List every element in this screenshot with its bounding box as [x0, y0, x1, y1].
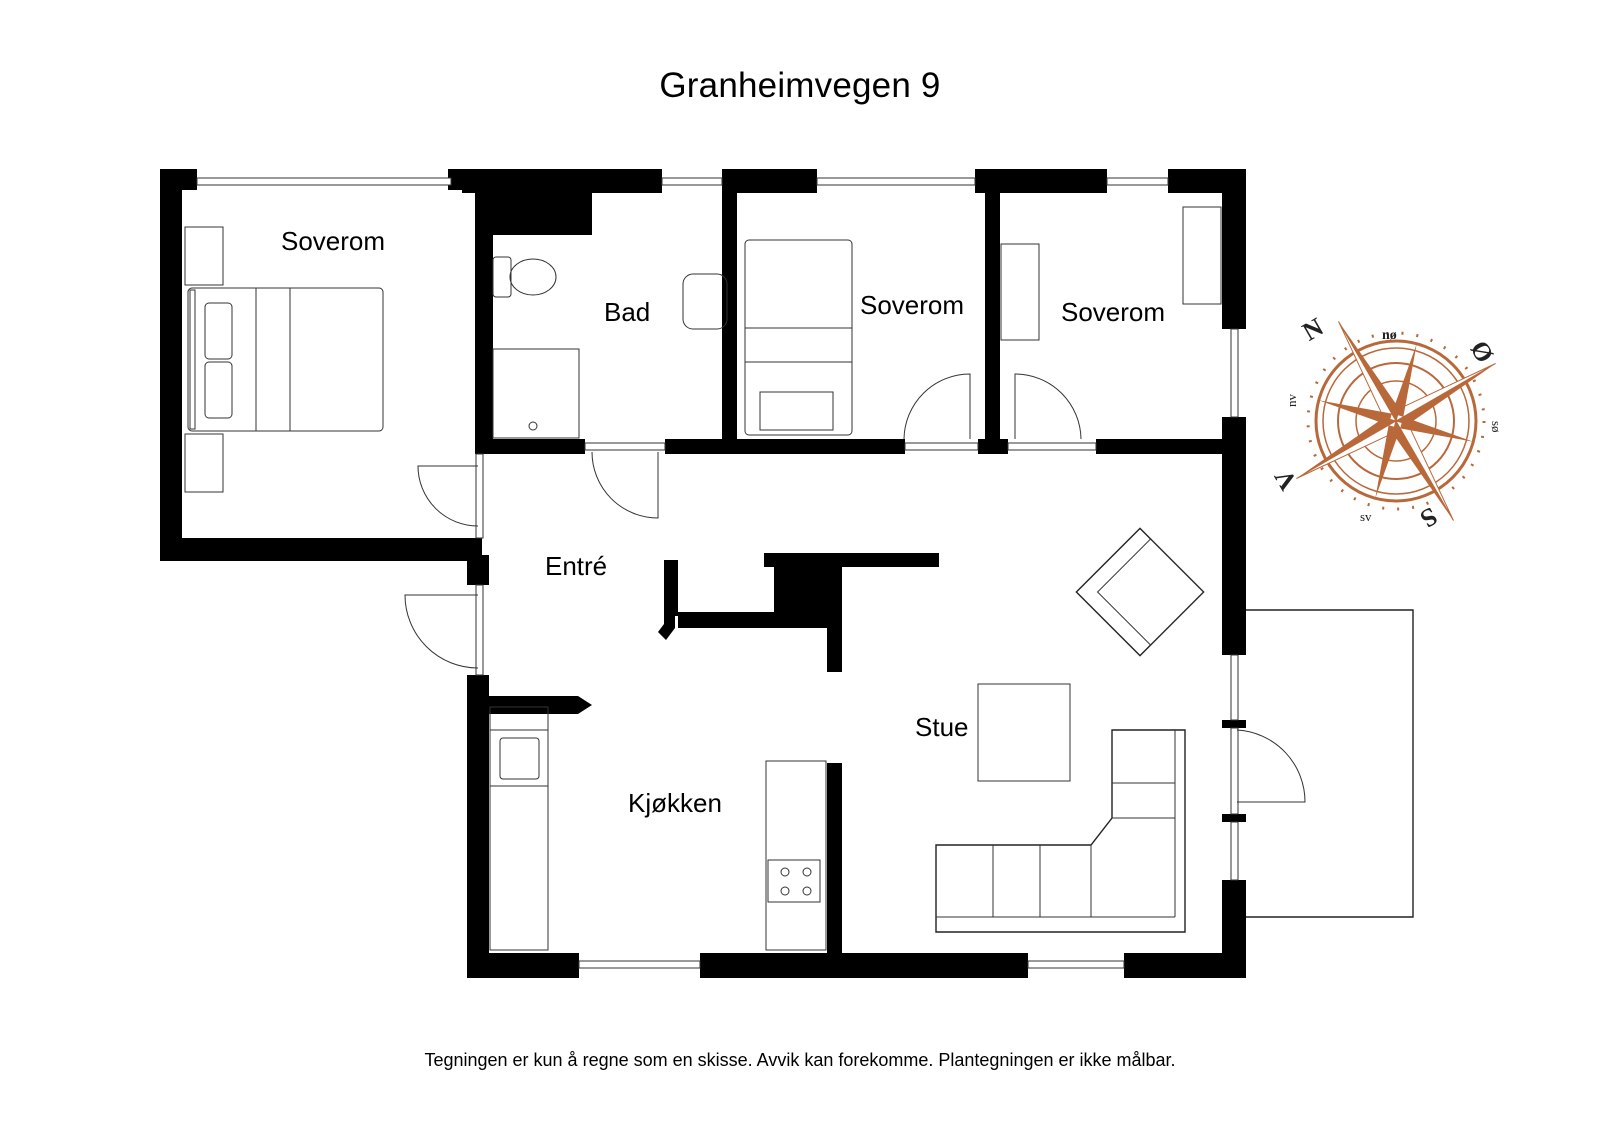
compass-v-label: V [1269, 464, 1304, 495]
compass-so-label: sø [1489, 421, 1504, 433]
compass-n-label: N [1297, 312, 1328, 347]
room-label-kjokken: Kjøkken [628, 788, 722, 818]
room-labels: Soverom Bad Soverom Soverom Entré Kjøkke… [281, 226, 1165, 818]
compass-no-label: nø [1382, 328, 1397, 343]
terrace [1246, 609, 1414, 918]
furniture [184, 206, 1222, 951]
room-label-soverom-2: Soverom [860, 290, 964, 320]
compass-sv-label: sv [1360, 509, 1372, 524]
room-label-bad: Bad [604, 297, 650, 327]
room-label-stue: Stue [915, 712, 969, 742]
room-label-soverom-1: Soverom [281, 226, 385, 256]
disclaimer-note: Tegningen er kun å regne som en skisse. … [424, 1050, 1176, 1070]
room-label-soverom-3: Soverom [1061, 297, 1165, 327]
plan-title: Granheimvegen 9 [659, 66, 941, 105]
doors [404, 373, 1306, 803]
compass-o-label: Ø [1464, 336, 1499, 368]
room-label-entre: Entré [545, 551, 607, 581]
windows [196, 177, 1239, 969]
compass-nv-label: nv [1284, 394, 1299, 408]
compass-s-label: S [1415, 501, 1442, 533]
compass-rose-icon: N nø Ø nv sø V sv S [1269, 312, 1504, 534]
walls [160, 169, 1246, 978]
